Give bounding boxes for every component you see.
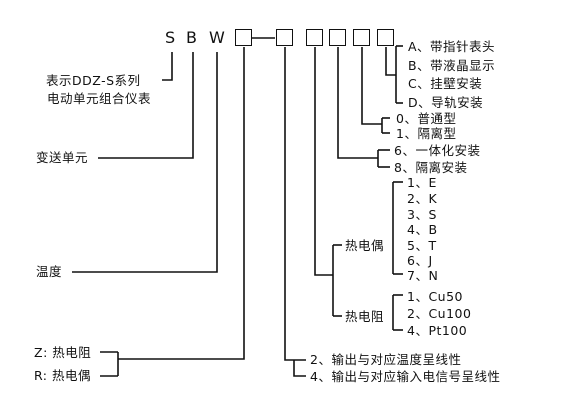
option-install-d: D、导轨安装 bbox=[408, 95, 484, 110]
thermocouple-e: 1、E bbox=[407, 175, 437, 190]
code-box-sensor bbox=[235, 29, 252, 46]
series-label-line1: 表示DDZ-S系列 bbox=[46, 73, 141, 88]
code-box-type bbox=[353, 29, 370, 46]
thermocouple-label: 热电偶 bbox=[345, 238, 385, 253]
thermocouple-n: 7、N bbox=[407, 268, 439, 283]
temperature-label: 温度 bbox=[36, 264, 63, 279]
thermocouple-t: 5、T bbox=[407, 238, 437, 253]
thermocouple-s: 3、S bbox=[407, 207, 437, 222]
output-option-4: 4、输出与对应输入电信号呈线性 bbox=[310, 369, 501, 384]
option-install-a: A、带指针表头 bbox=[408, 39, 496, 54]
code-box-output bbox=[276, 29, 293, 46]
thermocouple-j: 6、J bbox=[407, 253, 433, 268]
option-install-b: B、带液晶显示 bbox=[408, 58, 496, 73]
code-box-mount bbox=[329, 29, 346, 46]
code-box-grade bbox=[306, 29, 323, 46]
option-type-1: 1、隔离型 bbox=[396, 126, 457, 141]
sensor-r-label: R: 热电偶 bbox=[34, 368, 91, 383]
code-letter-b: B bbox=[186, 28, 198, 47]
thermocouple-b: 4、B bbox=[407, 222, 438, 237]
rtd-cu50: 1、Cu50 bbox=[407, 289, 464, 304]
option-mount-8: 8、隔离安装 bbox=[394, 160, 468, 175]
output-option-2: 2、输出与对应温度呈线性 bbox=[310, 352, 462, 367]
rtd-cu100: 2、Cu100 bbox=[407, 306, 472, 321]
rtd-label: 热电阻 bbox=[345, 309, 385, 324]
thermocouple-k: 2、K bbox=[407, 191, 438, 206]
option-type-0: 0、普通型 bbox=[396, 111, 457, 126]
code-box-install bbox=[377, 29, 394, 46]
rtd-pt100: 4、Pt100 bbox=[407, 323, 468, 338]
series-label-line2: 电动单元组合仪表 bbox=[47, 91, 152, 106]
option-install-c: C、挂壁安装 bbox=[408, 76, 483, 91]
transmitter-label: 变送单元 bbox=[36, 150, 89, 165]
code-letter-s: S bbox=[165, 28, 176, 47]
code-letter-w: W bbox=[209, 28, 226, 47]
sensor-z-label: Z: 热电阻 bbox=[34, 345, 92, 360]
option-mount-6: 6、一体化安装 bbox=[394, 143, 481, 158]
